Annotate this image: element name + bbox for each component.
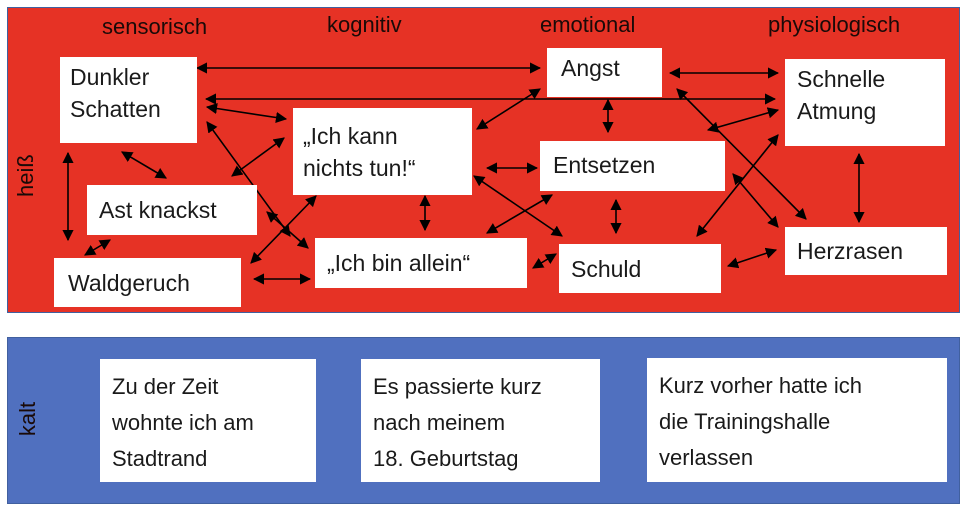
fact-line: Kurz vorher hatte ich: [659, 373, 862, 398]
column-label-kognitiv: kognitiv: [327, 12, 402, 37]
fact-line: die Trainingshalle: [659, 409, 831, 434]
node-line: Waldgeruch: [68, 270, 190, 296]
column-label-physiologisch: physiologisch: [768, 12, 901, 37]
fact-line: 18. Geburtstag: [373, 446, 519, 471]
fact-line: Es passierte kurz: [373, 374, 542, 399]
fact-line: wohnte ich am: [112, 410, 254, 435]
node-line: Schuld: [571, 256, 642, 282]
fact-line: Zu der Zeit: [112, 374, 219, 399]
node-dunkler-schatten: Dunkler Schatten: [60, 57, 197, 143]
node-ich-bin-allein: „Ich bin allein“: [315, 238, 527, 288]
node-line: Atmung: [797, 98, 877, 124]
column-label-sensorisch: sensorisch: [102, 14, 208, 39]
node-line: Schnelle: [797, 66, 886, 92]
node-ast-knackst: Ast knackst: [87, 185, 257, 235]
cold-fact-3: Kurz vorher hatte ich die Trainingshalle…: [647, 358, 947, 482]
node-line: „Ich bin allein“: [327, 250, 471, 276]
node-line: Entsetzen: [553, 152, 656, 178]
node-entsetzen: Entsetzen: [540, 141, 725, 191]
node-herzrasen: Herzrasen: [785, 227, 947, 275]
fact-line: Stadtrand: [112, 446, 208, 471]
node-line: Dunkler: [70, 64, 150, 90]
node-line: Schatten: [70, 96, 161, 122]
node-line: Herzrasen: [797, 238, 904, 264]
node-line: „Ich kann: [303, 123, 398, 149]
node-waldgeruch: Waldgeruch: [54, 258, 241, 307]
node-line: Angst: [561, 55, 620, 81]
column-label-emotional: emotional: [540, 12, 636, 37]
fact-line: nach meinem: [373, 410, 506, 435]
node-line: nichts tun!“: [303, 155, 416, 181]
cold-fact-2: Es passierte kurz nach meinem 18. Geburt…: [361, 359, 600, 482]
fact-line: verlassen: [659, 445, 754, 470]
node-schuld: Schuld: [559, 244, 721, 293]
node-ich-kann-nichts-tun: „Ich kann nichts tun!“: [293, 108, 472, 195]
node-schnelle-atmung: Schnelle Atmung: [785, 59, 945, 146]
node-angst: Angst: [547, 48, 662, 97]
node-line: Ast knackst: [99, 197, 217, 223]
side-label-heiss: heiß: [13, 154, 38, 197]
side-label-kalt: kalt: [15, 401, 40, 437]
cold-fact-1: Zu der Zeit wohnte ich am Stadtrand: [100, 359, 316, 482]
